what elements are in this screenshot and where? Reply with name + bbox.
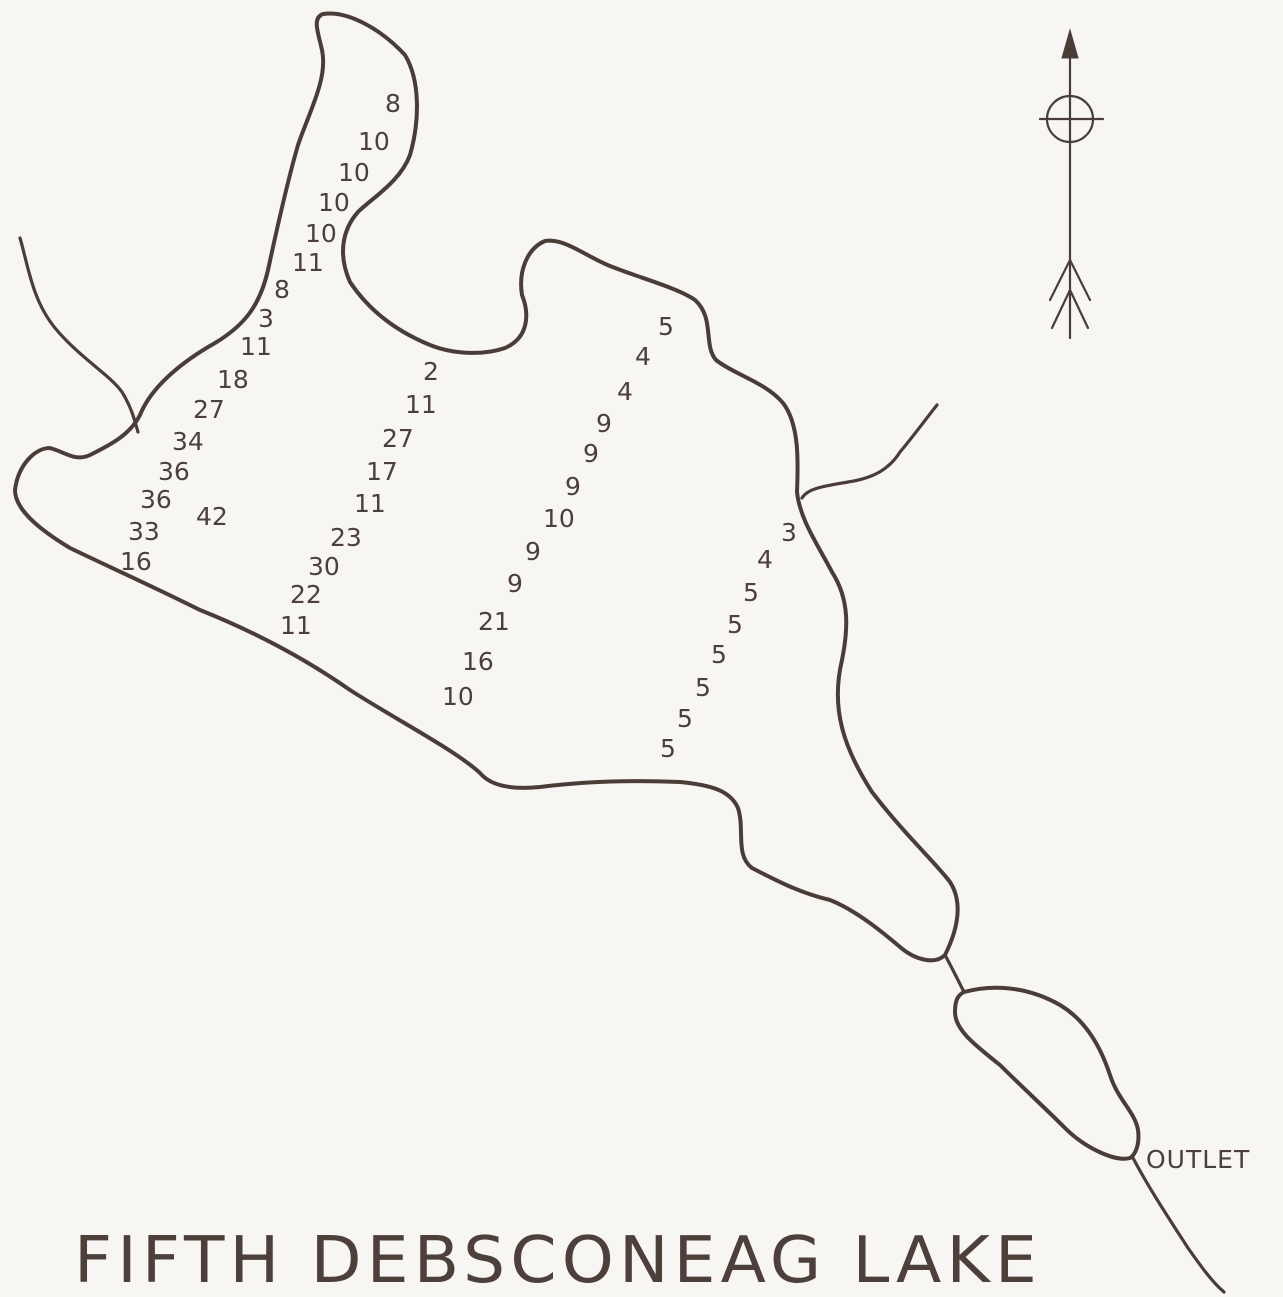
depth-sounding: 5 [695, 673, 711, 702]
depth-sounding: 16 [462, 647, 494, 676]
inlet-stream-west [18, 236, 140, 434]
depth-sounding: 11 [405, 390, 437, 419]
depth-sounding: 10 [318, 188, 350, 217]
inlet-stream-east [800, 403, 939, 500]
depth-sounding: 10 [543, 504, 575, 533]
depth-sounding: 5 [727, 610, 743, 639]
lake-narrows [943, 953, 966, 994]
depth-sounding: 23 [330, 523, 362, 552]
outlet-label: OUTLET [1146, 1145, 1250, 1174]
depth-sounding: 4 [757, 545, 773, 574]
map-title: FIFTH DEBSCONEAG LAKE [74, 1224, 1042, 1297]
depth-sounding: 10 [338, 158, 370, 187]
depth-sounding: 9 [525, 537, 541, 566]
depth-sounding: 34 [172, 427, 204, 456]
depth-sounding: 5 [743, 578, 759, 607]
depth-sounding: 11 [354, 489, 386, 518]
depth-sounding: 5 [658, 312, 674, 341]
depth-sounding: 3 [781, 518, 797, 547]
depth-sounding: 30 [308, 552, 340, 581]
north-arrow-icon [1038, 28, 1105, 340]
depth-sounding: 11 [240, 332, 272, 361]
depth-sounding: 5 [660, 734, 676, 763]
depth-sounding: 5 [711, 640, 727, 669]
depth-sounding: 21 [478, 607, 510, 636]
depth-sounding: 36 [158, 457, 190, 486]
depth-sounding: 36 [140, 485, 172, 514]
depth-sounding: 5 [677, 704, 693, 733]
depth-sounding: 9 [507, 569, 523, 598]
depth-sounding: 3 [258, 304, 274, 333]
depth-sounding: 9 [596, 409, 612, 438]
depth-sounding: 27 [382, 424, 414, 453]
depth-sounding: 8 [385, 89, 401, 118]
depth-sounding: 11 [292, 248, 324, 277]
depth-sounding: 9 [565, 472, 581, 501]
depth-sounding: 4 [635, 342, 651, 371]
depth-soundings: 8101010101183111827343636331642211271711… [120, 89, 797, 763]
depth-sounding: 2 [423, 357, 439, 386]
depth-sounding: 22 [290, 580, 322, 609]
lake-shoreline [13, 11, 960, 963]
depth-sounding: 18 [217, 365, 249, 394]
depth-sounding: 8 [274, 275, 290, 304]
depth-sounding: 9 [583, 439, 599, 468]
depth-sounding: 33 [128, 517, 160, 546]
depth-sounding: 42 [196, 502, 228, 531]
depth-sounding: 16 [120, 547, 152, 576]
depth-sounding: 17 [366, 457, 398, 486]
depth-sounding: 11 [280, 611, 312, 640]
outlet-basin-shoreline [953, 985, 1141, 1161]
outlet-stream [1131, 1156, 1226, 1294]
depth-sounding: 10 [305, 219, 337, 248]
depth-sounding: 4 [617, 377, 633, 406]
depth-sounding: 27 [193, 395, 225, 424]
depth-sounding: 10 [442, 682, 474, 711]
depth-sounding: 10 [358, 127, 390, 156]
